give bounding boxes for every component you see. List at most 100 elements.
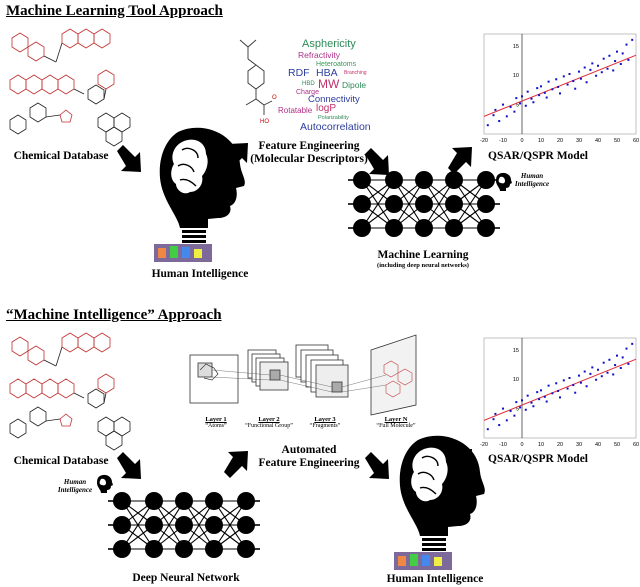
chemical-database-label-bottom: Chemical Database xyxy=(13,455,109,467)
nn-connection xyxy=(453,179,487,229)
data-point xyxy=(557,85,560,88)
data-point xyxy=(595,74,598,77)
data-point xyxy=(589,68,592,71)
data-point xyxy=(591,366,594,369)
descriptor-word: Heteroatoms xyxy=(316,61,357,68)
nn-node xyxy=(445,171,463,189)
note-line: Human xyxy=(520,172,544,180)
data-point xyxy=(585,385,588,388)
nn-connection xyxy=(183,500,215,550)
data-point xyxy=(614,60,617,63)
automated-label: Automated xyxy=(281,444,337,456)
data-point xyxy=(526,394,529,397)
bottom-section-title: “Machine Intelligence” Approach xyxy=(6,307,222,323)
x-tick-label: 0 xyxy=(520,442,523,448)
data-point xyxy=(579,77,582,80)
human-head-small-icon xyxy=(97,474,113,493)
data-point xyxy=(502,407,504,410)
nn-node xyxy=(353,219,371,237)
data-point xyxy=(602,361,605,364)
data-point xyxy=(562,75,565,78)
nn-node xyxy=(145,492,163,510)
plot-area xyxy=(483,33,637,135)
data-point xyxy=(494,108,497,111)
data-point xyxy=(583,66,586,69)
note-line: Intelligence xyxy=(57,486,93,494)
data-point xyxy=(515,401,518,404)
data-point xyxy=(530,401,533,404)
data-point xyxy=(509,409,512,412)
x-tick-label: -20 xyxy=(480,138,488,144)
data-point xyxy=(572,80,575,83)
data-point xyxy=(515,97,518,100)
nn-node xyxy=(237,516,255,534)
x-tick-label: 30 xyxy=(576,138,582,144)
molecular-descriptors-label: (Molecular Descriptors) xyxy=(250,153,368,165)
data-point xyxy=(606,67,609,70)
nn-node xyxy=(353,171,371,189)
data-point xyxy=(545,400,548,403)
data-point xyxy=(619,367,622,369)
y-tick-label: 15 xyxy=(513,44,519,50)
layer-desc: “Full Molecule” xyxy=(376,423,416,429)
data-point xyxy=(591,62,594,65)
chemical-structures-bottom xyxy=(9,332,131,451)
nn-node xyxy=(353,195,371,213)
descriptor-word: Connectivity xyxy=(308,94,360,105)
data-point xyxy=(608,358,611,361)
data-point xyxy=(559,396,561,399)
data-point xyxy=(498,120,501,123)
nn-node xyxy=(205,540,223,558)
data-point xyxy=(612,69,615,72)
data-point xyxy=(612,373,615,376)
neural-network-diagram xyxy=(348,171,500,237)
x-tick-label: -20 xyxy=(480,442,488,448)
layer-name: Layer 2 xyxy=(258,416,280,423)
descriptor-word: MW xyxy=(318,77,340,91)
data-point xyxy=(543,91,546,94)
arrow-ml-to-model xyxy=(448,147,472,174)
qsar-model-label-top: QSAR/QSPR Model xyxy=(488,150,588,162)
deep-neural-network-label: Deep Neural Network xyxy=(132,572,240,584)
data-point xyxy=(606,371,609,374)
nn-node xyxy=(477,219,495,237)
data-point xyxy=(545,96,548,99)
x-tick-label: 10 xyxy=(538,138,544,144)
human-head-icon xyxy=(394,435,485,570)
data-point xyxy=(602,57,605,60)
x-tick-label: 0 xyxy=(520,138,523,144)
cnn-layer-label: Layer 3 “Fragments” xyxy=(300,416,350,430)
ibuprofen-molecule: HO O xyxy=(239,39,277,125)
x-tick-label: 40 xyxy=(595,138,601,144)
data-point xyxy=(619,63,622,65)
data-point xyxy=(513,110,516,113)
data-point xyxy=(494,412,497,415)
data-point xyxy=(526,90,529,93)
y-tick-label: 5 xyxy=(516,407,519,413)
cnn-layer-label: Layer 2 “Functional Group” xyxy=(244,416,294,430)
data-point xyxy=(543,395,546,398)
x-tick-label: 20 xyxy=(557,138,563,144)
data-point xyxy=(578,374,580,377)
layer-desc: “Functional Group” xyxy=(245,423,293,429)
human-intelligence-label-top: Human Intelligence xyxy=(151,268,249,280)
layer-desc: “Atoms” xyxy=(205,423,227,429)
data-point xyxy=(547,384,550,387)
top-section-title: Machine Learning Tool Approach xyxy=(6,3,223,19)
nn-node xyxy=(145,516,163,534)
data-point xyxy=(568,377,571,379)
nn-node xyxy=(445,195,463,213)
nn-node xyxy=(113,492,131,510)
svg-text:O: O xyxy=(272,95,277,101)
x-tick-label: 50 xyxy=(614,138,620,144)
descriptor-word: logP xyxy=(316,103,337,114)
arrow-db-to-dnn xyxy=(117,452,141,479)
data-point xyxy=(625,347,628,350)
fit-line xyxy=(483,358,637,421)
x-tick-label: 30 xyxy=(576,442,582,448)
descriptor-word: Rotatable xyxy=(278,106,313,115)
cnn-layer-label: Layer 1 “Atoms” xyxy=(186,416,246,430)
descriptor-word: Polarizability xyxy=(318,115,349,121)
data-point xyxy=(600,375,603,378)
